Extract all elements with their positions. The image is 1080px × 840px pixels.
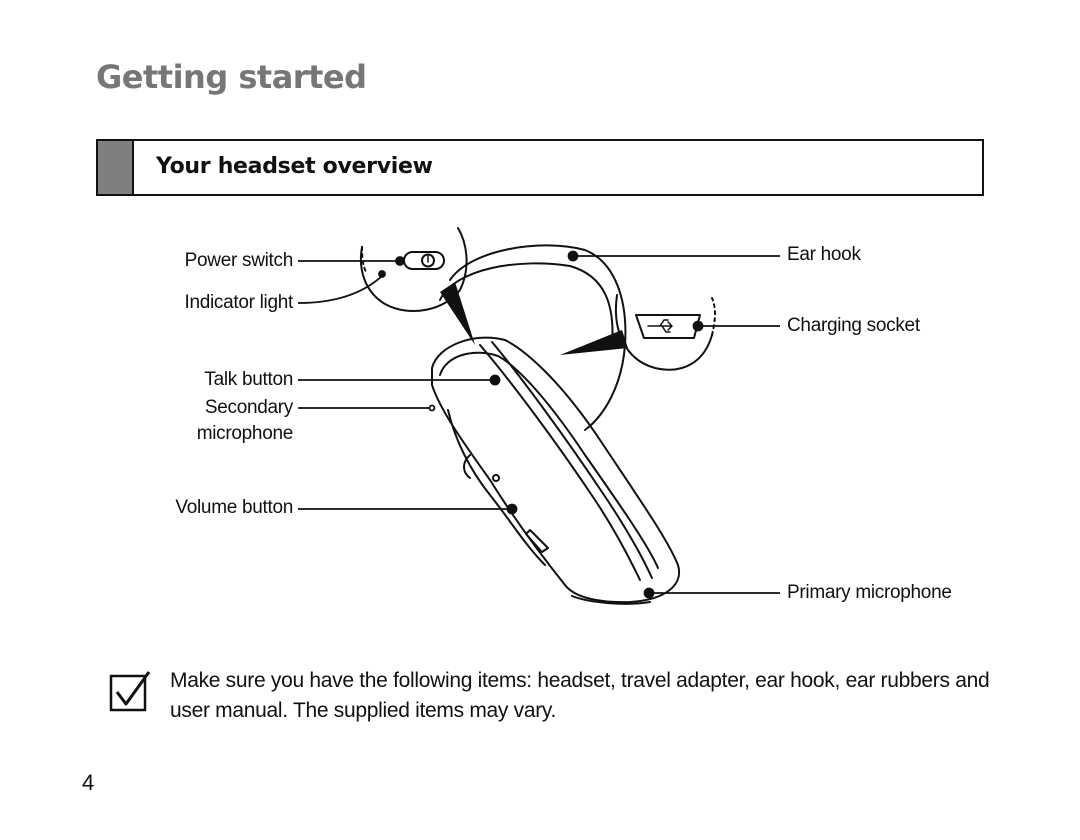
label-power-switch: Power switch [184,250,294,271]
label-charging-socket: Charging socket [787,315,920,336]
label-secondary-microphone-1: Secondary [204,397,293,418]
checkmark-box-icon [109,671,151,712]
power-inset-arrow [440,282,475,345]
ear-rubber [463,454,471,479]
label-primary-microphone: Primary microphone [787,582,952,603]
section-header: Your headset overview [96,139,984,196]
headset-body [431,336,681,604]
section-header-bar [98,141,134,194]
label-secondary-microphone-2: microphone [196,423,294,444]
charging-inset-arrow [560,330,628,355]
section-title: Your headset overview [156,154,433,179]
note-text: Make sure you have the following items: … [170,669,990,722]
headset-bottom [571,595,651,605]
label-talk-button: Talk button [204,369,293,390]
page-title: Getting started [96,58,367,96]
volume-key [525,529,549,553]
headset-body-inner [439,351,659,569]
page-number: 4 [82,770,95,795]
power-inset-circle [359,227,468,312]
label-volume-button: Volume button [175,497,293,518]
ear-hook-outline [449,244,627,431]
usb-socket-icon [635,314,701,339]
ear-hook-inner [439,262,614,346]
headset-stripe [479,344,641,581]
headset-side-edge [447,409,546,566]
label-ear-hook: Ear hook [787,244,861,265]
power-switch-pill [403,251,445,270]
label-indicator-light: Indicator light [184,292,293,313]
charging-inset-circle [615,294,713,371]
headset-stripe-2 [491,341,653,579]
